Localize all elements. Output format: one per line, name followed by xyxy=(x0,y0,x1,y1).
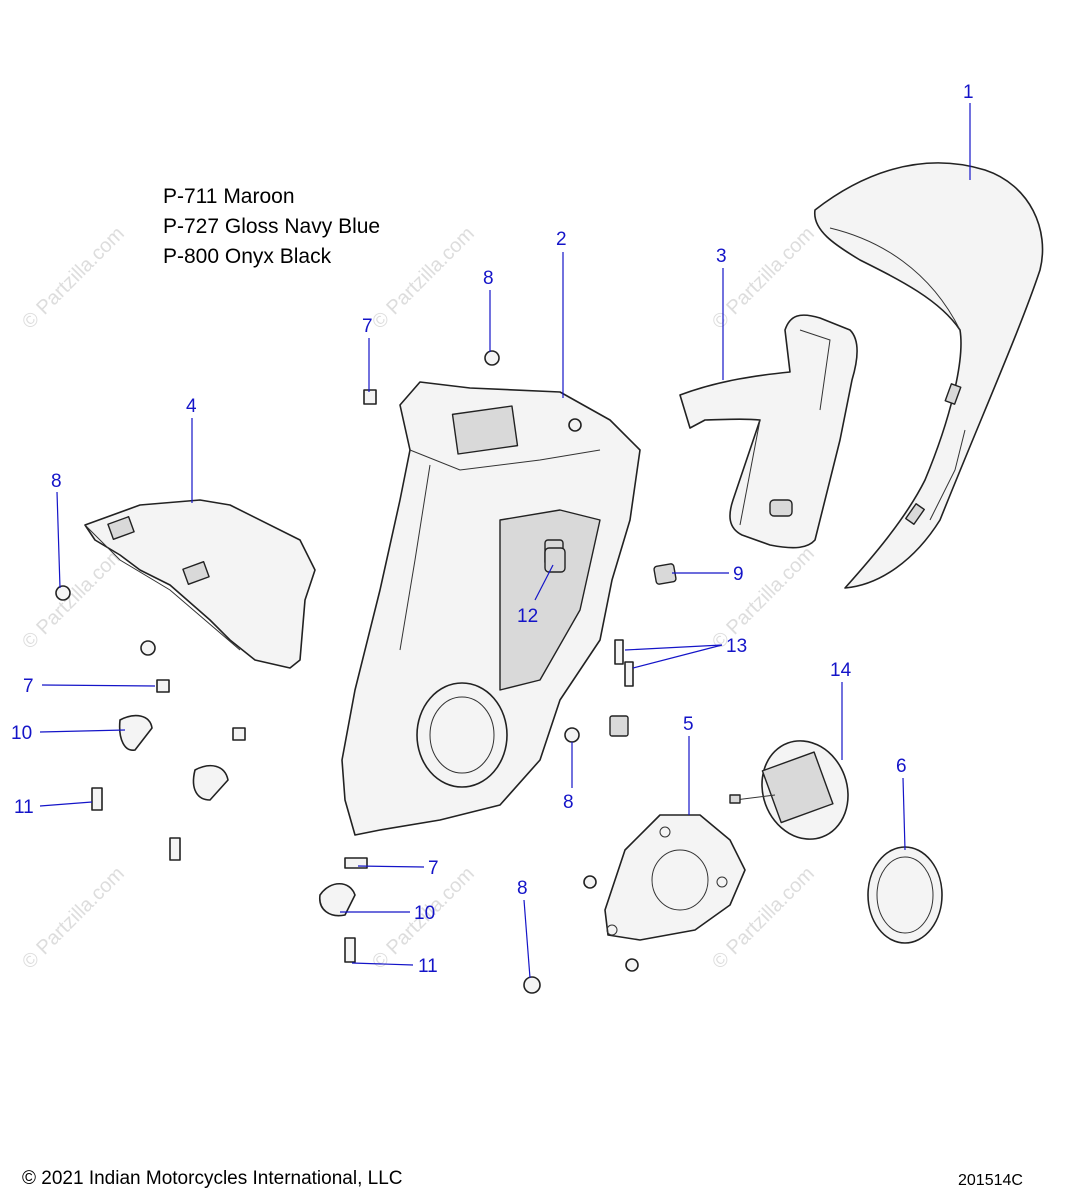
callout-label: 14 xyxy=(830,660,852,681)
callout-label: 8 xyxy=(517,878,528,899)
callout-label: 8 xyxy=(51,471,62,492)
callout-label: 3 xyxy=(716,246,727,267)
watermark: © Partzilla.com xyxy=(18,543,129,654)
watermark: © Partzilla.com xyxy=(368,223,479,334)
callout-label: 10 xyxy=(11,723,32,744)
callout-label: 11 xyxy=(14,797,34,818)
outer-fairing-part[interactable] xyxy=(814,162,1044,589)
lower-cover-part[interactable] xyxy=(84,499,316,669)
callout-label: 1 xyxy=(963,82,974,103)
bracket-part[interactable] xyxy=(544,547,566,573)
headlamp-part[interactable] xyxy=(729,729,862,852)
callout-label: 12 xyxy=(517,606,538,627)
callout-label: 4 xyxy=(186,396,197,417)
paint-code-line: P-711 Maroon xyxy=(163,185,295,208)
paint-code-line: P-800 Onyx Black xyxy=(163,245,332,268)
paint-code-line: P-727 Gloss Navy Blue xyxy=(163,215,381,238)
callout-labels: 1 2 3 4 5 6 7 7 7 8 8 8 8 9 10 10 11 11 … xyxy=(11,82,974,977)
hardware-parts xyxy=(55,350,639,994)
watermark: © Partzilla.com xyxy=(18,863,129,974)
clip-part[interactable] xyxy=(653,563,677,585)
watermark: © Partzilla.com xyxy=(18,223,129,334)
headlamp-trim-part[interactable] xyxy=(867,846,943,944)
inner-fairing-body-part[interactable] xyxy=(341,381,641,836)
inner-panel-part[interactable] xyxy=(679,314,858,549)
callout-label: 6 xyxy=(896,756,907,777)
callout-label: 7 xyxy=(23,676,34,697)
callout-label: 10 xyxy=(414,903,435,924)
callout-label: 8 xyxy=(483,268,494,289)
callout-label: 7 xyxy=(428,858,439,879)
leader-lines xyxy=(39,103,971,979)
callout-label: 7 xyxy=(362,316,373,337)
headlight-housing-part[interactable] xyxy=(604,814,746,941)
watermark: © Partzilla.com xyxy=(708,543,819,654)
callout-label: 11 xyxy=(418,956,438,977)
callout-label: 9 xyxy=(733,564,744,585)
copyright-notice: © 2021 Indian Motorcycles International,… xyxy=(22,1168,403,1189)
callout-label: 2 xyxy=(556,229,567,250)
callout-label: 5 xyxy=(683,714,694,735)
callout-label: 13 xyxy=(726,636,747,657)
diagram-number: 201514C xyxy=(958,1172,1023,1189)
callout-label: 8 xyxy=(563,792,574,813)
